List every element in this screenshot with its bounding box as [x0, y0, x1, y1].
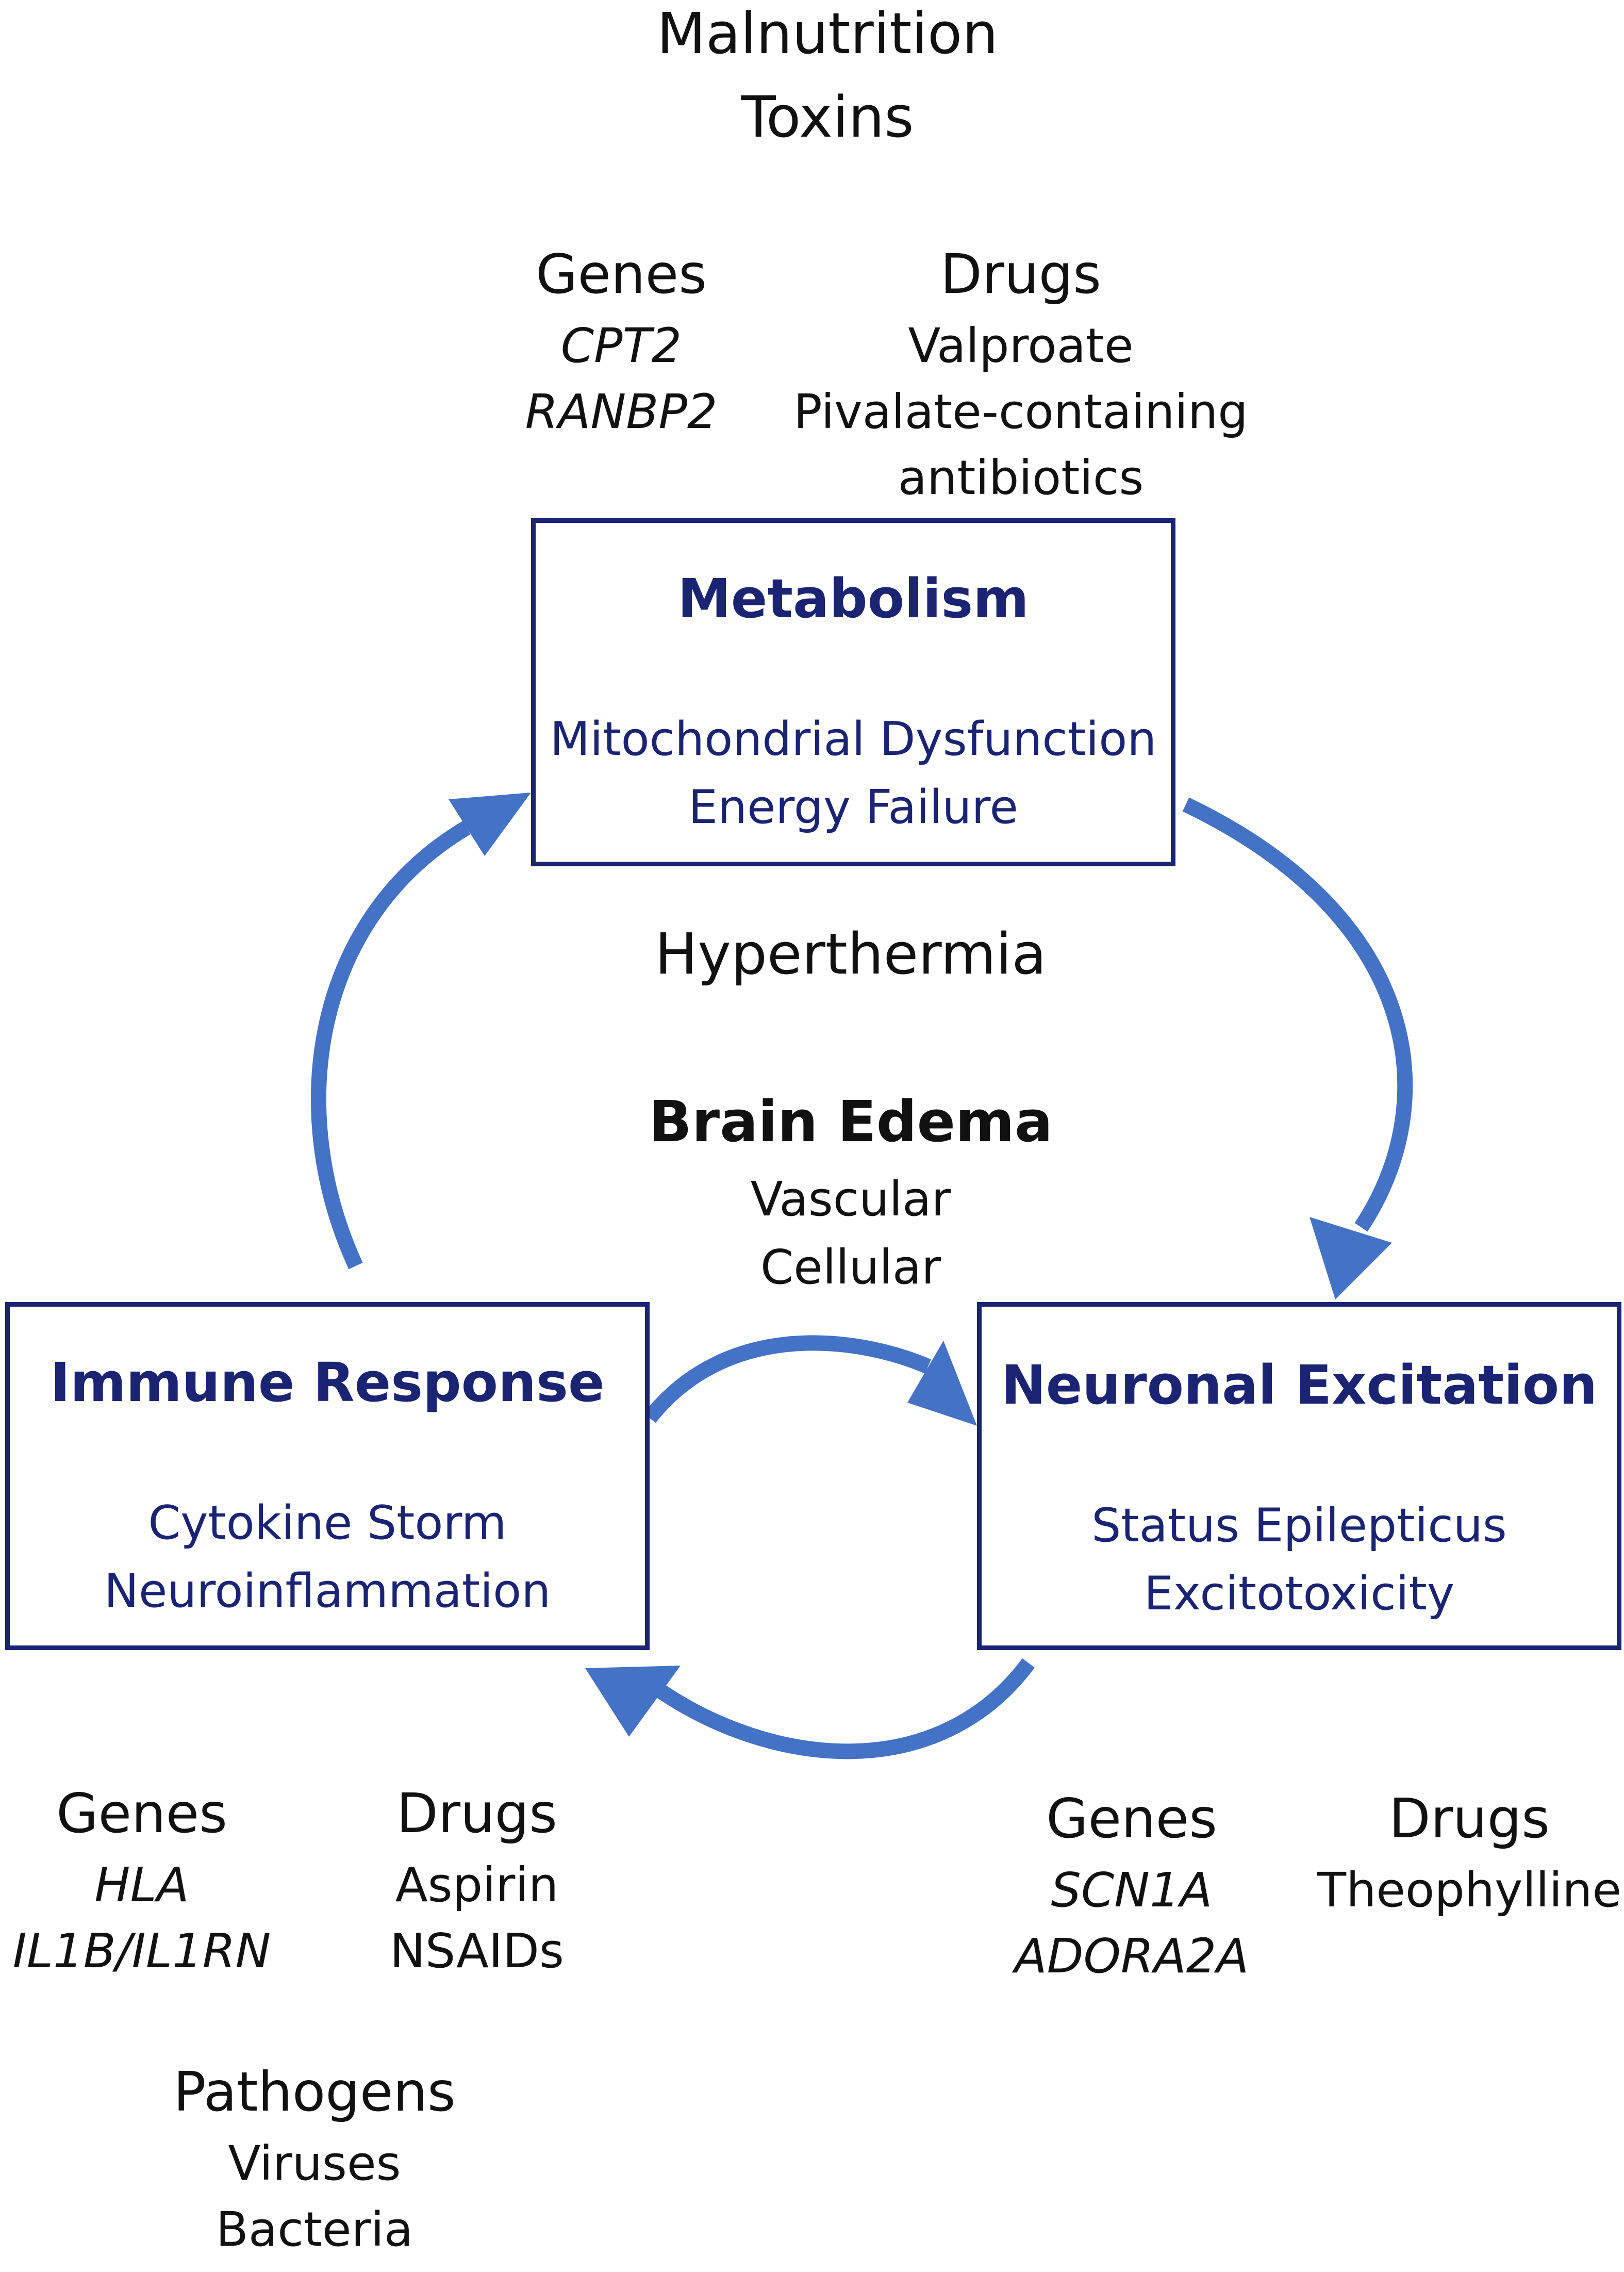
hyperthermia-label: Hyperthermia [655, 921, 1047, 987]
edema-vascular: Vascular [750, 1172, 951, 1227]
neuronal-line-excitotoxicity: Excitotoxicity [1144, 1567, 1455, 1621]
gene-il1b-il1rn: IL1B/IL1RN [12, 1923, 271, 1979]
top-factor-malnutrition: Malnutrition [657, 1, 998, 67]
immune-line-neuroinflammation: Neuroinflammation [104, 1564, 551, 1618]
metabolism-lines: Mitochondrial Dysfunction Energy Failure [536, 716, 1171, 852]
arrowhead-metabolism [449, 793, 531, 856]
arrow-immune-to-neuronal [643, 1335, 931, 1423]
neuronal-box: Neuronal Excitation Status Epilepticus E… [977, 1302, 1621, 1650]
top-factor-toxins: Toxins [741, 84, 914, 150]
edema-cellular: Cellular [760, 1240, 941, 1295]
neuronal-genes-title: Genes [1046, 1787, 1217, 1850]
drug-aspirin: Aspirin [395, 1857, 559, 1913]
metabolism-title: Metabolism [677, 567, 1029, 630]
drug-theophylline: Theophylline [1317, 1863, 1622, 1918]
drug-nsaids: NSAIDs [390, 1923, 564, 1979]
gene-adora2a: ADORA2A [1014, 1929, 1249, 1984]
metabolism-line-energy: Energy Failure [688, 780, 1018, 834]
pathogen-viruses: Viruses [228, 2136, 401, 2191]
arrow-immune-to-metabolism [310, 821, 471, 1270]
gene-ranbp2: RANBP2 [525, 384, 718, 439]
metabolism-drugs: Drugs Valproate Pivalate-containing anti… [793, 248, 1248, 520]
neuronal-genes: Genes SCN1A ADORA2A [1015, 1792, 1249, 1999]
immune-lines: Cytokine Storm Neuroinflammation [10, 1500, 645, 1636]
pathogens: Pathogens Viruses Bacteria [173, 2065, 455, 2272]
neuronal-line-status: Status Epilepticus [1091, 1499, 1507, 1553]
arrowhead-neuronal-top [1310, 1217, 1392, 1299]
neuronal-drugs-title: Drugs [1389, 1787, 1550, 1850]
pathogens-title: Pathogens [173, 2061, 456, 2123]
arrowhead-neuronal-left [907, 1341, 977, 1426]
top-factors: Malnutrition Toxins [657, 5, 998, 172]
immune-line-cytokine: Cytokine Storm [148, 1496, 507, 1550]
metabolism-genes: Genes CPT2 RANBP2 [525, 248, 718, 454]
arrow-metabolism-to-neuronal [1182, 797, 1413, 1232]
immune-genes: Genes HLA IL1B/IL1RN [13, 1787, 271, 1994]
metabolism-line-mitochondrial: Mitochondrial Dysfunction [550, 712, 1157, 766]
neuronal-title: Neuronal Excitation [1001, 1354, 1598, 1417]
metabolism-drugs-title: Drugs [940, 243, 1101, 306]
metabolism-genes-title: Genes [536, 243, 707, 306]
immune-drugs-title: Drugs [396, 1782, 557, 1845]
arrowhead-immune [585, 1666, 681, 1737]
neuronal-drugs: Drugs Theophylline [1317, 1792, 1621, 1933]
immune-genes-title: Genes [56, 1782, 227, 1845]
pathogen-bacteria: Bacteria [216, 2202, 413, 2257]
brain-edema-title: Brain Edema [649, 1089, 1053, 1155]
gene-cpt2: CPT2 [560, 318, 682, 373]
arrow-neuronal-to-immune [653, 1658, 1035, 1759]
neuronal-lines: Status Epilepticus Excitotoxicity [982, 1503, 1617, 1639]
immune-drugs: Drugs Aspirin NSAIDs [390, 1787, 564, 1994]
metabolism-box: Metabolism Mitochondrial Dysfunction Ene… [531, 518, 1175, 866]
drug-antibiotics: antibiotics [898, 450, 1144, 505]
gene-hla: HLA [94, 1857, 189, 1913]
gene-scn1a: SCN1A [1051, 1863, 1213, 1918]
immune-title: Immune Response [50, 1351, 605, 1414]
drug-valproate: Valproate [908, 318, 1134, 373]
immune-box: Immune Response Cytokine Storm Neuroinfl… [5, 1302, 650, 1650]
drug-pivalate-containing: Pivalate-containing [793, 384, 1248, 439]
brain-edema: Brain Edema Vascular Cellular [649, 1093, 1053, 1291]
